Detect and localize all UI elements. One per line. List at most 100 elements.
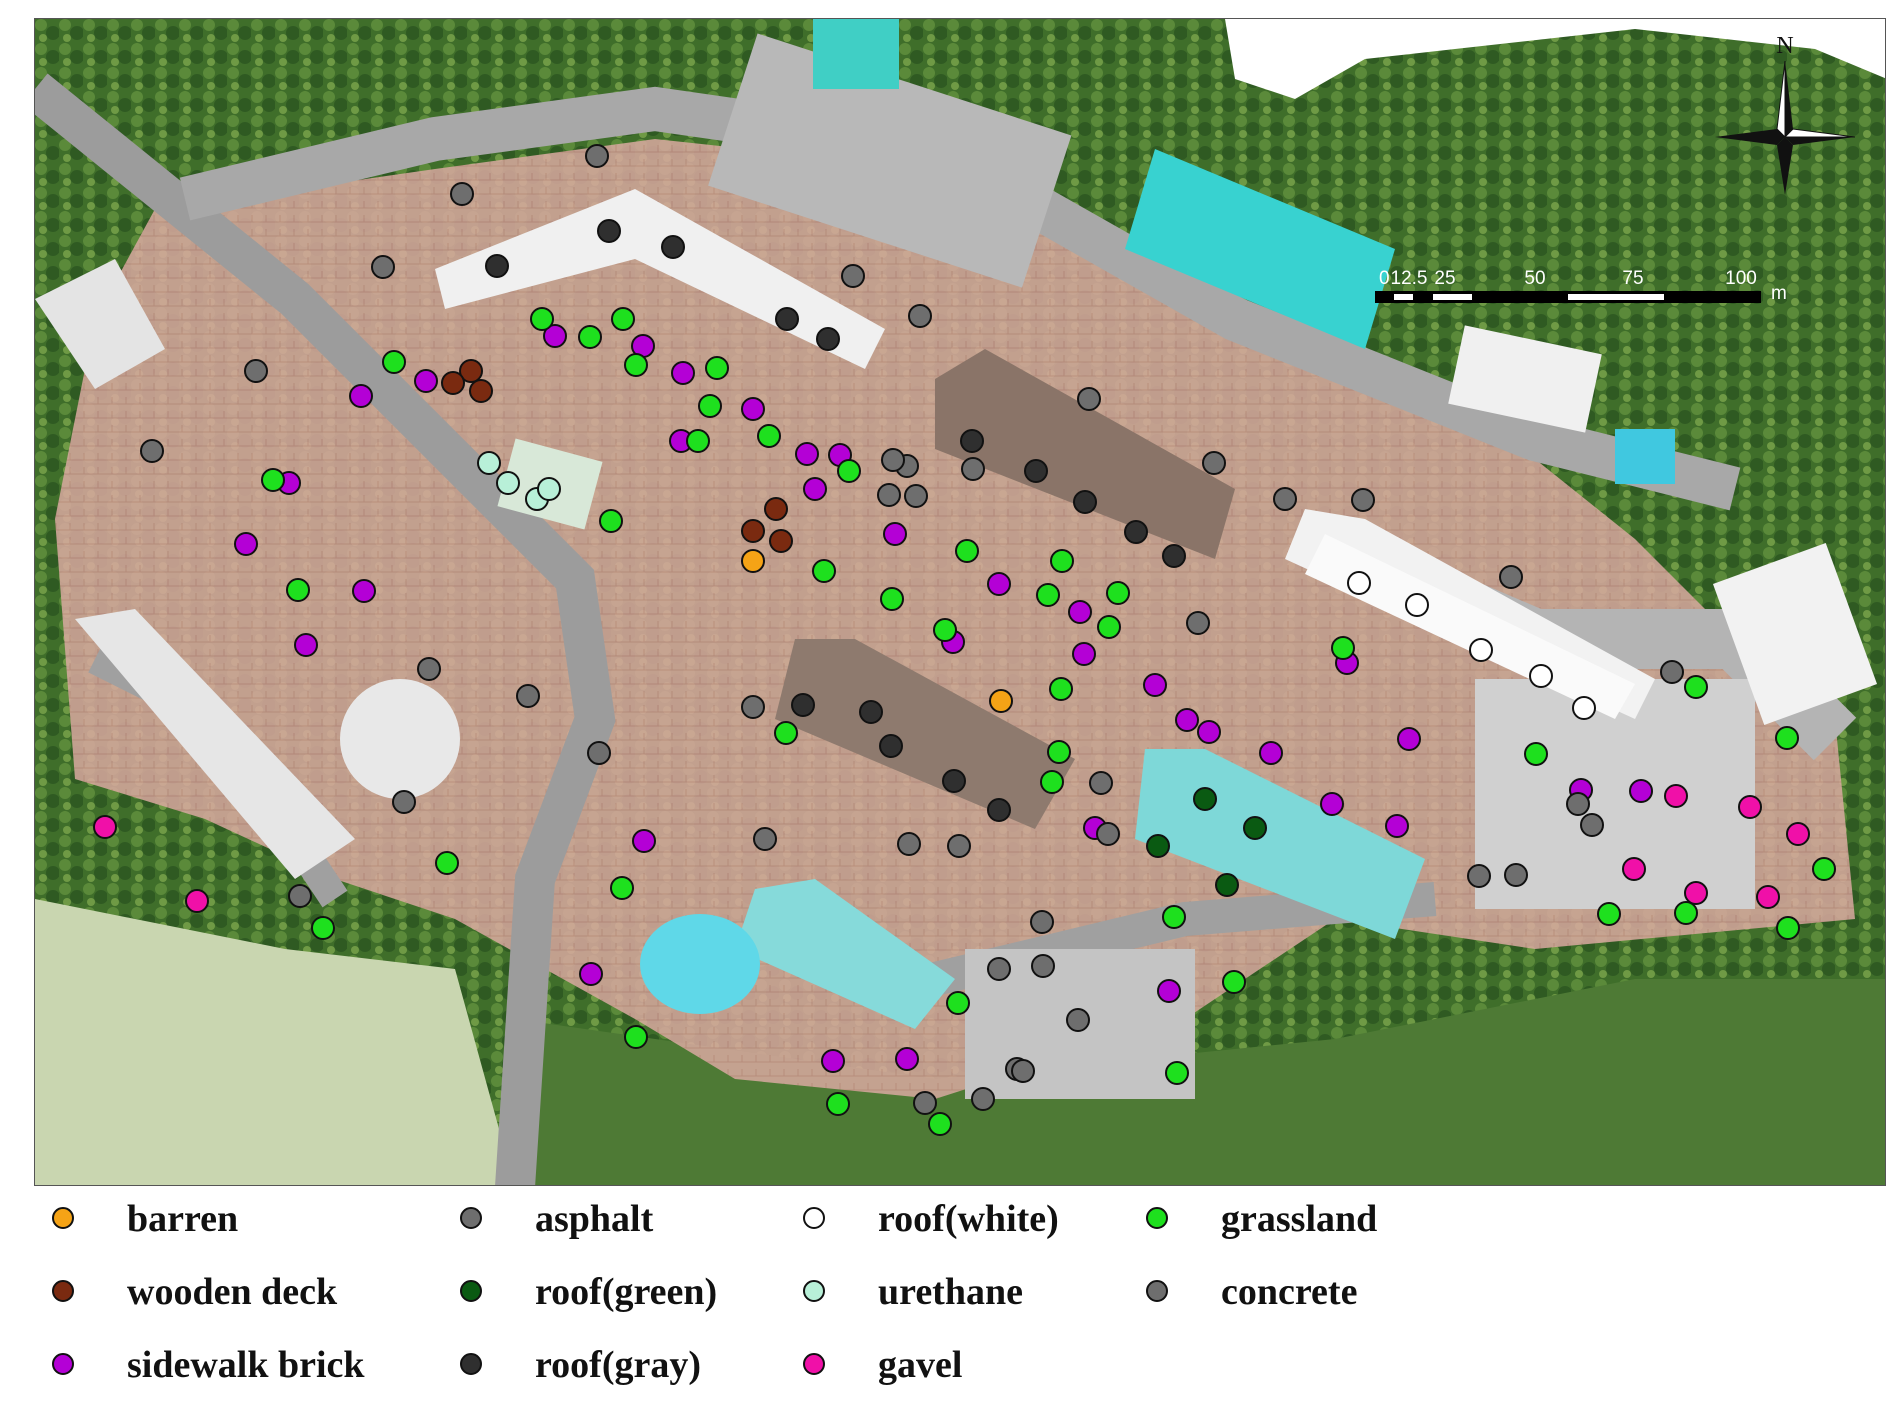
sample-point-asphalt (417, 657, 441, 681)
sample-point-asphalt (1089, 771, 1113, 795)
sample-point-grassland (1331, 636, 1355, 660)
sample-point-grassland (1097, 615, 1121, 639)
sample-point-grassland (1165, 1061, 1189, 1085)
sample-point-grassland (1049, 677, 1073, 701)
sample-point-gavel (185, 889, 209, 913)
sample-point-sidewalk-brick (1072, 642, 1096, 666)
legend-label: wooden deck (127, 1271, 338, 1313)
sample-point-grassland (955, 539, 979, 563)
sample-point-roof-white (1529, 664, 1553, 688)
sample-point-grassland (311, 916, 335, 940)
building-white (1448, 325, 1602, 433)
sample-point-grassland (1597, 902, 1621, 926)
sample-point-grassland (757, 424, 781, 448)
legend-label: urethane (878, 1271, 1023, 1313)
legend-label: roof(white) (878, 1198, 1059, 1240)
sample-point-sidewalk-brick (543, 324, 567, 348)
building-white (75, 609, 355, 879)
sample-point-roof-white (1405, 593, 1429, 617)
sample-point-gavel (1664, 784, 1688, 808)
sample-point-grassland (826, 1092, 850, 1116)
sample-point-sidewalk-brick (1175, 708, 1199, 732)
legend-swatch (803, 1353, 825, 1375)
sample-point-asphalt (1077, 387, 1101, 411)
sample-point-asphalt (587, 741, 611, 765)
field-area (35, 899, 515, 1185)
sample-point-wooden-deck (741, 519, 765, 543)
sample-point-gavel (1786, 822, 1810, 846)
legend-swatch (803, 1280, 825, 1302)
sample-point-asphalt (450, 182, 474, 206)
legend-swatch (460, 1353, 482, 1375)
sample-point-asphalt (987, 957, 1011, 981)
sample-point-sidewalk-brick (795, 442, 819, 466)
sample-point-sidewalk-brick (1320, 792, 1344, 816)
sample-point-asphalt (1273, 487, 1297, 511)
scale-label: 50 (1524, 268, 1545, 289)
building-white (435, 189, 885, 369)
sample-point-sidewalk-brick (1629, 779, 1653, 803)
sample-point-sidewalk-brick (1385, 814, 1409, 838)
sample-point-roof-gray (960, 429, 984, 453)
sample-point-urethane (477, 451, 501, 475)
sample-point-asphalt (908, 304, 932, 328)
sample-point-roof-gray (1162, 544, 1186, 568)
sample-point-sidewalk-brick (671, 361, 695, 385)
sample-point-roof-gray (859, 700, 883, 724)
legend-label: barren (127, 1198, 239, 1240)
sample-point-grassland (1050, 549, 1074, 573)
sample-point-grassland (578, 325, 602, 349)
sample-point-asphalt (947, 834, 971, 858)
sample-point-roof-gray (1124, 520, 1148, 544)
sample-point-gavel (1622, 857, 1646, 881)
sample-point-asphalt (961, 457, 985, 481)
sample-point-asphalt (1499, 565, 1523, 589)
sample-point-asphalt (1066, 1008, 1090, 1032)
sample-point-asphalt (877, 483, 901, 507)
sample-point-asphalt (244, 359, 268, 383)
sample-point-grassland (1106, 581, 1130, 605)
sample-point-roof-white (1347, 571, 1371, 595)
sample-point-roof-gray (879, 734, 903, 758)
scale-label: 12.5 (1391, 268, 1428, 289)
sample-point-sidewalk-brick (803, 477, 827, 501)
sample-point-roof-gray (816, 327, 840, 351)
sample-point-grassland (286, 578, 310, 602)
sample-point-sidewalk-brick (234, 532, 258, 556)
sample-point-grassland (1812, 857, 1836, 881)
sample-point-grassland (1684, 675, 1708, 699)
sample-point-barren (989, 689, 1013, 713)
legend-swatch (1146, 1207, 1168, 1229)
north-arrow: N (1715, 33, 1856, 195)
sample-point-grassland (698, 394, 722, 418)
sample-point-asphalt (897, 832, 921, 856)
sample-point-grassland (1674, 901, 1698, 925)
sample-point-grassland (928, 1112, 952, 1136)
sample-point-wooden-deck (459, 359, 483, 383)
sample-point-grassland (1036, 583, 1060, 607)
sample-point-roof-gray (597, 219, 621, 243)
sample-point-sidewalk-brick (632, 829, 656, 853)
sample-point-asphalt (913, 1091, 937, 1115)
sample-point-roof-green (1146, 834, 1170, 858)
sample-point-urethane (537, 477, 561, 501)
legend-swatch (52, 1353, 74, 1375)
building-gray-roof (775, 639, 1075, 829)
sample-point-wooden-deck (764, 497, 788, 521)
sample-point-asphalt (971, 1087, 995, 1111)
building-white (35, 259, 165, 389)
building-teal (1125, 149, 1395, 349)
sample-point-grassland (382, 350, 406, 374)
sample-point-wooden-deck (769, 529, 793, 553)
sample-point-grassland (530, 307, 554, 331)
pool (640, 914, 760, 1014)
sample-point-roof-white (1572, 696, 1596, 720)
legend-swatch (460, 1207, 482, 1229)
sample-point-gavel (1756, 885, 1780, 909)
sample-point-grassland (624, 1025, 648, 1049)
scale-bar (1375, 291, 1761, 303)
building-teal (735, 879, 955, 1029)
legend-label: gavel (878, 1344, 963, 1386)
sample-point-asphalt (1660, 660, 1684, 684)
